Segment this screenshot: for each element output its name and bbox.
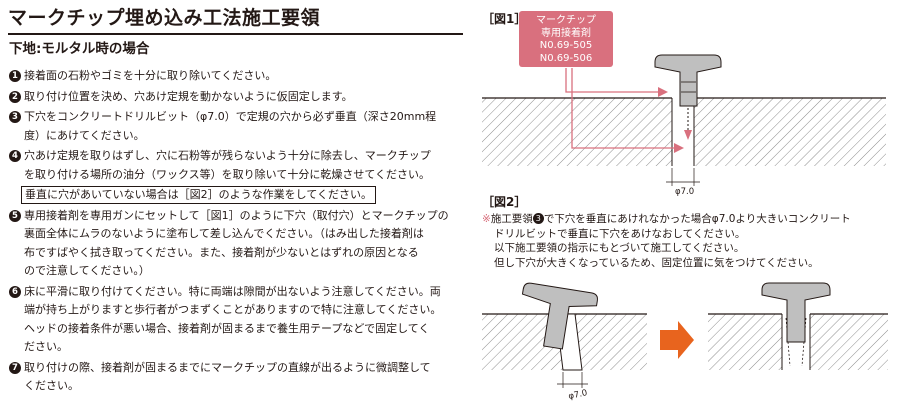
badge-line: 専用接着剤 — [541, 27, 591, 39]
badge-line: N0.69-506 — [539, 52, 593, 64]
step-item: 5 専用接着剤を専用ガンにセットして［図1］のように下穴（取付穴）とマークチップ… — [9, 207, 471, 281]
step-number: 1 — [9, 70, 21, 82]
insert-arrow — [684, 130, 692, 140]
arrow-right-icon — [660, 321, 694, 359]
note-prefix: 施工要領 — [490, 213, 533, 225]
step-text: 穴あけ定規を取りはずし、穴に石粉等が残らないよう十分に除去し、マークチップ — [24, 149, 431, 162]
note-text: で下穴を垂直にあけれなかった場合φ7.0より大きいコンクリート — [543, 213, 851, 225]
note-line: 以下施工要領の指示にもとづいて施工してください。 — [494, 242, 745, 254]
step-text: 裏面全体にムラのないように塗布して差し込んでください。（はみ出した接着剤は — [24, 227, 424, 240]
step-item: 3 下穴をコンクリートドリルビット（φ7.0）で定規の穴から必ず垂直（深さ20m… — [9, 108, 471, 145]
step-text: 取り付けの際、接着剤が固まるまでにマークチップの直線が出るように微調整して — [24, 360, 431, 374]
step-number: 2 — [9, 90, 21, 103]
step-text: ので注意してください。） — [24, 264, 150, 277]
fig2-diameter-label: φ7.0 — [568, 388, 589, 402]
step-number: 3 — [9, 111, 21, 123]
step-number: 5 — [9, 209, 21, 222]
step-number: 3 — [532, 213, 544, 224]
step-text: 布ですばやく拭き取ってください。また、接着剤が少ないとはずれの原因となる — [24, 245, 419, 259]
step-text: 度）にあけてください。 — [24, 128, 145, 142]
figure-1-drawing: φ7.0 — [482, 54, 886, 197]
step-text: ださい。 — [24, 340, 68, 353]
step-text: 取り付け位置を決め、穴あけ定規を動かないように仮固定します。 — [24, 89, 353, 103]
note-line: ドリルビットで垂直に下穴をあけなおしてください。 — [494, 227, 746, 240]
step-text: ヘッドの接着条件が悪い場合、接着剤が固まるまで養生用テープなどで固定してく — [24, 321, 430, 335]
figure-2-after-drawing — [708, 282, 888, 370]
step-text: 専用接着剤を専用ガンにセットして［図1］のように下穴（取付穴）とマークチップの — [24, 208, 449, 222]
figure-2-label: ［図2］ — [482, 195, 527, 209]
step-item: 7 取り付けの際、接着剤が固まるまでにマークチップの直線が出るように微調整して … — [9, 359, 471, 396]
step-number: 4 — [9, 150, 21, 162]
step-number: 7 — [9, 361, 21, 374]
step-text: 床に平滑に取り付けてください。特に両端は隙間が出ないよう注意してください。両 — [24, 284, 441, 298]
fig1-diameter-label: φ7.0 — [675, 187, 694, 197]
badge-line: マークチップ — [536, 15, 596, 26]
step-item: 2 取り付け位置を決め、穴あけ定規を動かないように仮固定します。 — [9, 88, 471, 107]
step-text: 下穴をコンクリートドリルビット（φ7.0）で定規の穴から必ず垂直（深さ20mm程 — [24, 110, 437, 123]
figure-2-before-drawing: φ7.0 — [482, 282, 647, 402]
adhesive-badge: マークチップ 専用接着剤 N0.69-505 N0.69-506 — [519, 11, 613, 67]
step-item: 4 穴あけ定規を取りはずし、穴に石粉等が残らないよう十分に除去し、マークチップ … — [9, 147, 471, 205]
section-subtitle: 下地:モルタル時の場合 — [9, 41, 150, 57]
badge-line: N0.69-505 — [539, 40, 593, 51]
step-text: 接着面の石粉やゴミを十分に取り除いてください。 — [24, 69, 277, 82]
step-text: を取り付ける場所の油分（ワックス等）を取り除いて十分に乾燥させてください。 — [24, 167, 431, 181]
note-mark: ※ — [482, 213, 491, 225]
boxed-notice: 垂直に穴があいていない場合は［図2］のような作業をしてください。 — [21, 186, 377, 204]
figure-1-label: ［図1］ — [482, 12, 527, 26]
note-line: 但し下穴が大きくなっているため、固定位置に気をつけてください。 — [494, 256, 819, 269]
step-number: 6 — [9, 285, 21, 298]
step-item: 6 床に平滑に取り付けてください。特に両端は隙間が出ないよう注意してください。両… — [9, 283, 471, 357]
page-title: マークチップ埋め込み工法施工要領 — [8, 6, 463, 35]
step-text: ください。 — [24, 379, 79, 392]
mark-chip — [761, 282, 831, 343]
mark-chip — [654, 54, 722, 107]
mark-chip-tilted — [521, 282, 598, 350]
step-text: 端が持ち上がりますと歩行者がつまずくことがありますので特に注意してください。 — [24, 303, 442, 316]
step-item: 1 接着面の石粉やゴミを十分に取り除いてください。 — [9, 67, 471, 86]
step-list: 1 接着面の石粉やゴミを十分に取り除いてください。 2 取り付け位置を決め、穴あ… — [9, 67, 471, 396]
